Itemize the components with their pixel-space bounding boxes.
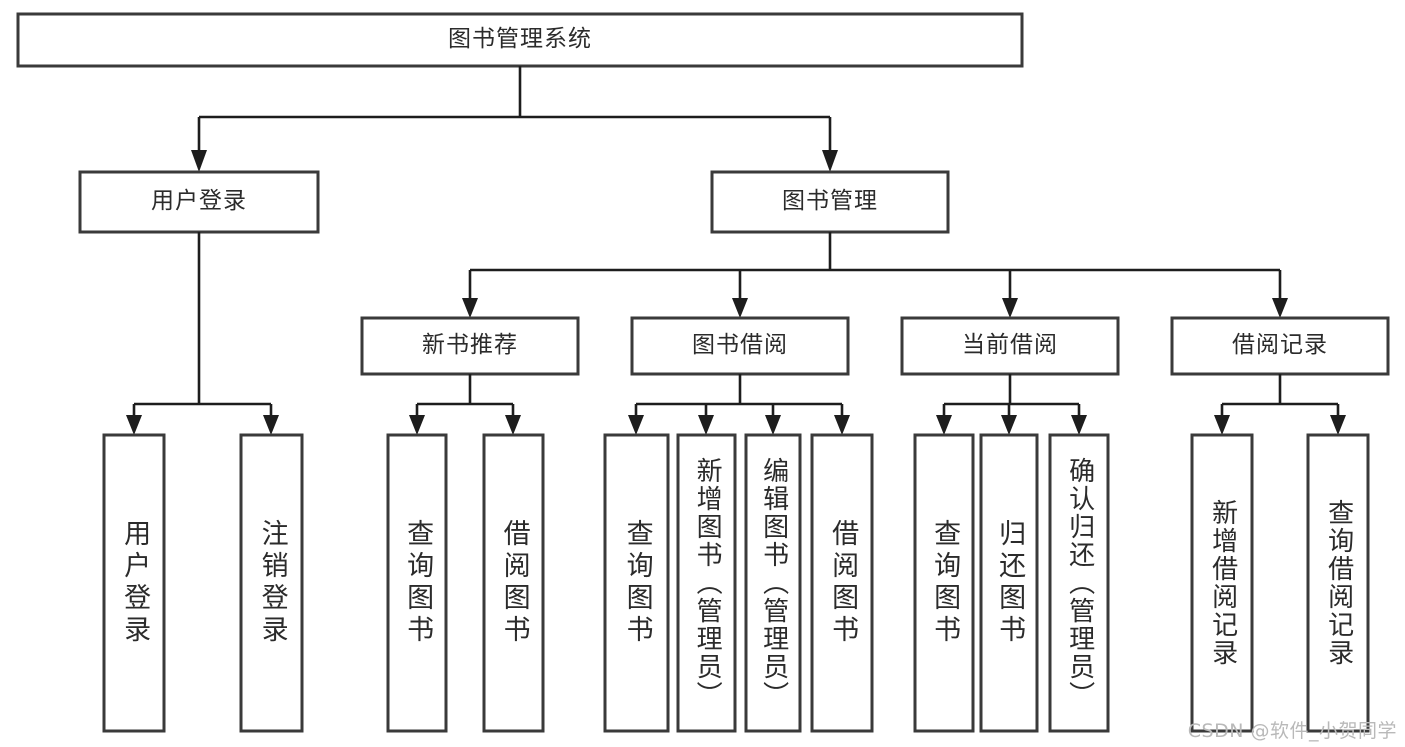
arrow-leaf-edit-book: [765, 415, 781, 435]
arrow-leaf-add-book: [698, 415, 714, 435]
arrow-leaf-logout: [263, 415, 279, 435]
node-new-book-recommend[interactable]: [360, 316, 580, 376]
csdn-watermark: CSDN @软件_小贺同学: [1187, 720, 1397, 742]
arrow-leaf-confirm-return: [1071, 415, 1087, 435]
node-book-borrow[interactable]: [630, 316, 850, 376]
node-leaf-return-book[interactable]: [979, 433, 1039, 733]
arrow-leaf-return-book: [1001, 415, 1017, 435]
arrow-leaf-query-book-3: [936, 415, 952, 435]
arrow-leaf-add-record: [1214, 415, 1230, 435]
node-leaf-borrow-book-2[interactable]: [810, 433, 874, 733]
arrow-new-book-recommend: [462, 298, 478, 318]
node-leaf-logout[interactable]: [239, 433, 304, 733]
node-leaf-add-record[interactable]: [1190, 433, 1254, 733]
arrow-leaf-query-book-1: [409, 415, 425, 435]
node-leaf-edit-book[interactable]: [744, 433, 802, 733]
arrow-book-borrow: [732, 298, 748, 318]
node-current-borrow[interactable]: [900, 316, 1120, 376]
arrow-leaf-query-book-2: [628, 415, 644, 435]
node-leaf-query-book-2[interactable]: [603, 433, 670, 733]
node-book-management[interactable]: [710, 170, 950, 234]
node-leaf-user-login[interactable]: [102, 433, 166, 733]
arrow-leaf-borrow-book-1: [505, 415, 521, 435]
node-leaf-query-book-3[interactable]: [913, 433, 975, 733]
node-leaf-query-record[interactable]: [1306, 433, 1370, 733]
arrow-leaf-borrow-book-2: [834, 415, 850, 435]
arrow-book-manage: [822, 150, 838, 172]
node-leaf-borrow-book-1[interactable]: [482, 433, 545, 733]
node-user-login[interactable]: [78, 170, 320, 234]
node-leaf-add-book[interactable]: [676, 433, 737, 733]
node-leaf-confirm-return[interactable]: [1048, 433, 1110, 733]
arrow-leaf-user-login: [126, 415, 142, 435]
arrow-borrow-record: [1272, 298, 1288, 318]
node-root-book-management-system[interactable]: [16, 12, 1024, 68]
arrow-leaf-query-record: [1330, 415, 1346, 435]
arrow-user-login: [191, 150, 207, 172]
arrow-current-borrow: [1002, 298, 1018, 318]
node-leaf-query-book-1[interactable]: [386, 433, 448, 733]
node-borrow-record[interactable]: [1170, 316, 1390, 376]
